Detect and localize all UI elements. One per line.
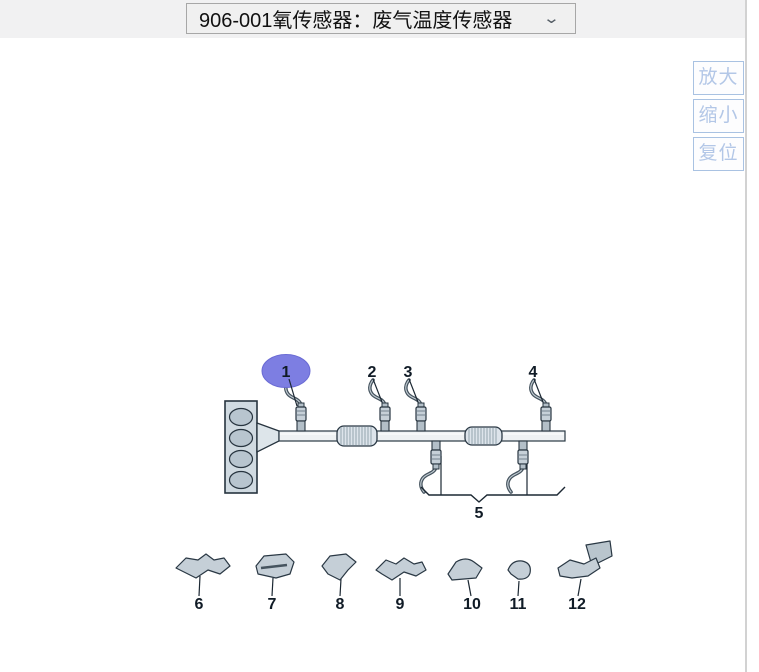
- callout-3[interactable]: 3: [404, 364, 413, 381]
- callout-1[interactable]: 1: [282, 364, 291, 381]
- right-separator: [745, 0, 747, 672]
- catalytic-converter-1: [336, 425, 378, 447]
- callout-6[interactable]: 6: [195, 596, 204, 613]
- part-9: [375, 557, 427, 581]
- callout-5[interactable]: 5: [475, 505, 484, 522]
- part-8: [321, 553, 357, 581]
- callout-4[interactable]: 4: [529, 364, 538, 381]
- parts-diagram[interactable]: 1 2 3 4 5 6 7 8 9 10 11 12: [0, 38, 759, 672]
- catalytic-converter-2: [464, 426, 503, 446]
- callout-leader-12: [577, 578, 582, 597]
- callout-leader-7: [271, 577, 274, 597]
- highlight-ellipse[interactable]: [261, 354, 311, 388]
- exhaust-pipe: [278, 430, 566, 442]
- catalog-section-dropdown[interactable]: 906-001氧传感器：废气温度传感器 ⌄: [186, 3, 576, 34]
- callout-leader-8: [339, 578, 342, 597]
- sensor-5b: [506, 440, 529, 494]
- callout-leader-11: [517, 580, 520, 597]
- zoom-out-button[interactable]: 缩小: [693, 99, 744, 133]
- chevron-down-icon: ⌄: [543, 10, 561, 27]
- callout-leader-2: [372, 378, 383, 403]
- sensor-4: [529, 378, 552, 432]
- part-10: [447, 558, 483, 581]
- zoom-in-button[interactable]: 放大: [693, 61, 744, 95]
- part-12: [557, 557, 601, 579]
- callout-leader-4: [533, 378, 544, 403]
- part-11: [507, 560, 531, 580]
- callout-2[interactable]: 2: [368, 364, 377, 381]
- callout-leaders: [198, 378, 582, 597]
- callout-9[interactable]: 9: [396, 596, 405, 613]
- callout-7[interactable]: 7: [268, 596, 277, 613]
- sensor-3: [404, 378, 427, 432]
- zoom-panel: 放大 缩小 复位: [693, 61, 744, 171]
- part-7-slot: [260, 563, 288, 570]
- engine-block: [224, 400, 280, 494]
- callout-10[interactable]: 10: [463, 596, 481, 613]
- callout-leader-6: [198, 575, 201, 597]
- callout-8[interactable]: 8: [336, 596, 345, 613]
- dropdown-selected-value: 906-001氧传感器：废气温度传感器: [199, 10, 513, 32]
- callout-leader-10: [467, 579, 472, 597]
- sensor-5a: [419, 440, 442, 494]
- part-6: [175, 553, 231, 579]
- sensor-2: [368, 378, 391, 432]
- callout-11[interactable]: 11: [510, 596, 527, 613]
- callout-leader-3: [408, 378, 419, 403]
- reset-button[interactable]: 复位: [693, 137, 744, 171]
- callout-leader-1: [288, 378, 298, 407]
- brace-5: [420, 486, 566, 503]
- callout-12[interactable]: 12: [568, 596, 586, 613]
